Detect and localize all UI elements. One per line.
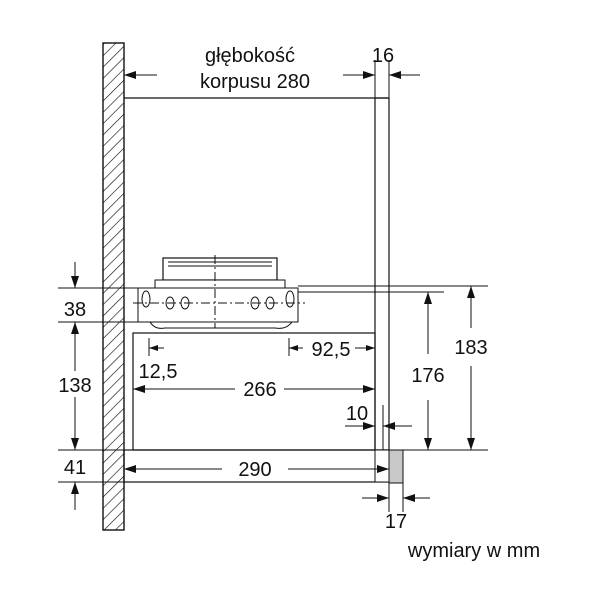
label-17: 17 <box>385 511 407 533</box>
fan-unit <box>133 255 305 329</box>
label-10: 10 <box>346 403 368 425</box>
label-12-5: 12,5 <box>139 361 178 383</box>
dim-138: 138 <box>50 322 124 451</box>
dim-176: 176 <box>298 291 445 451</box>
dim-16: 16 <box>372 45 420 98</box>
dim-41: 41 <box>58 457 124 510</box>
label-183: 183 <box>454 337 487 359</box>
label-266: 266 <box>243 379 276 401</box>
dim-depth-280: głębokość korpusu 280 <box>124 45 375 93</box>
units-note: wymiary w mm <box>407 540 540 562</box>
label-92-5: 92,5 <box>312 339 351 361</box>
dim-183: 183 <box>298 285 488 451</box>
dim-12-5: 12,5 <box>139 338 178 383</box>
hood-pullout-panel <box>123 449 404 484</box>
label-38: 38 <box>64 299 86 321</box>
label-176: 176 <box>411 365 444 387</box>
label-depth-line2: korpusu 280 <box>200 71 310 93</box>
dim-290: 290 <box>124 459 389 481</box>
wall <box>102 42 125 531</box>
dim-92-5: 92,5 <box>288 338 375 361</box>
dim-266: 266 <box>133 379 375 401</box>
dim-10: 10 <box>345 403 412 450</box>
label-138: 138 <box>58 375 91 397</box>
label-290: 290 <box>238 459 271 481</box>
label-depth-line1: głębokość <box>205 45 295 67</box>
label-16: 16 <box>372 45 394 67</box>
label-41: 41 <box>64 457 86 479</box>
dim-38: 38 <box>58 262 138 323</box>
dim-17: 17 <box>362 483 430 533</box>
